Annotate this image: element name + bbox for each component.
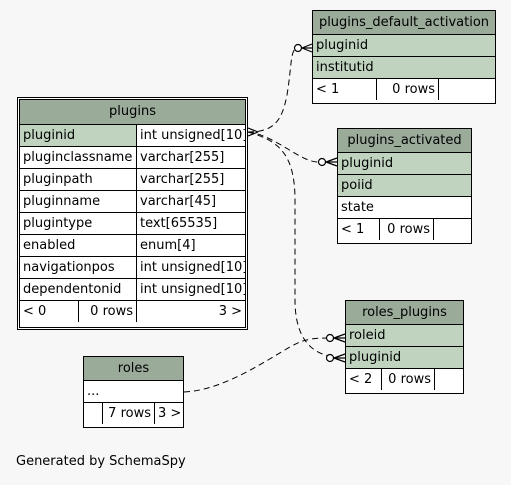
table-row: pluginid bbox=[338, 153, 471, 175]
table-footer: 7 rows 3 > bbox=[84, 403, 183, 424]
row-count: 0 rows bbox=[379, 219, 433, 240]
column-name: ... bbox=[87, 384, 100, 399]
row-count: 0 rows bbox=[376, 79, 438, 100]
column-name: plugintype bbox=[23, 216, 93, 231]
column-type: int unsigned[10] bbox=[136, 279, 245, 300]
column-type: enum[4] bbox=[136, 235, 245, 256]
table-title: plugins_activated bbox=[338, 129, 471, 153]
link-roles-to-roles-plugins bbox=[183, 337, 331, 393]
row-count: 0 rows bbox=[381, 369, 434, 390]
column-type: varchar[45] bbox=[136, 191, 245, 212]
column-name: institutid bbox=[313, 57, 495, 78]
table-row: poiid bbox=[338, 175, 471, 197]
table-row: pluginid int unsigned[10] bbox=[20, 125, 245, 147]
table-row: pluginpath varchar[255] bbox=[20, 169, 245, 191]
table-footer: < 1 0 rows bbox=[313, 79, 495, 100]
row-count: 0 rows bbox=[78, 301, 136, 322]
optional-marker-activated bbox=[317, 157, 327, 167]
table-footer: < 2 0 rows bbox=[346, 369, 463, 390]
table-row: pluginid bbox=[346, 347, 463, 369]
table-title: roles_plugins bbox=[346, 301, 463, 325]
link-plugins-to-roles-plugins bbox=[247, 131, 331, 357]
parents-count: < 1 bbox=[341, 222, 365, 237]
table-row: state bbox=[338, 197, 471, 219]
row-count: 7 rows bbox=[102, 403, 154, 424]
column-type: varchar[255] bbox=[136, 147, 245, 168]
children-count: 3 > bbox=[136, 301, 245, 322]
column-name: state bbox=[341, 200, 374, 215]
column-type: int unsigned[10] bbox=[136, 125, 245, 146]
optional-marker-roleid bbox=[325, 333, 335, 343]
column-name: pluginid bbox=[338, 153, 471, 174]
table-row: pluginclassname varchar[255] bbox=[20, 147, 245, 169]
table-footer: < 0 0 rows 3 > bbox=[20, 301, 245, 322]
link-plugins-to-default-activation bbox=[247, 47, 299, 133]
column-name: pluginpath bbox=[23, 172, 93, 187]
table-row: navigationpos int unsigned[10] bbox=[20, 257, 245, 279]
table-row: pluginname varchar[45] bbox=[20, 191, 245, 213]
optional-marker-default-activation bbox=[293, 43, 303, 53]
table-row: enabled enum[4] bbox=[20, 235, 245, 257]
parents-count: < 0 bbox=[23, 304, 47, 319]
table-footer: < 1 0 rows bbox=[338, 219, 471, 240]
column-name: pluginid bbox=[20, 125, 136, 146]
column-name: enabled bbox=[23, 238, 76, 253]
column-name: pluginid bbox=[313, 35, 495, 56]
column-type: varchar[255] bbox=[136, 169, 245, 190]
table-plugins-activated[interactable]: plugins_activated pluginid poiid state <… bbox=[337, 128, 472, 244]
table-plugins-default-activation[interactable]: plugins_default_activation pluginid inst… bbox=[312, 10, 496, 104]
column-name: pluginid bbox=[346, 347, 463, 368]
column-type: text[65535] bbox=[136, 213, 245, 234]
column-name: dependentonid bbox=[23, 282, 122, 297]
table-row: dependentonid int unsigned[10] bbox=[20, 279, 245, 301]
table-row: pluginid bbox=[313, 35, 495, 57]
link-plugins-to-activated bbox=[247, 131, 319, 163]
table-title: roles bbox=[84, 357, 183, 381]
column-name: pluginname bbox=[23, 194, 101, 209]
optional-marker-pluginid bbox=[325, 353, 335, 363]
table-row: ... bbox=[84, 381, 183, 403]
column-type: int unsigned[10] bbox=[136, 257, 245, 278]
parents-count: < 1 bbox=[316, 82, 340, 97]
table-row: institutid bbox=[313, 57, 495, 79]
table-roles-plugins[interactable]: roles_plugins roleid pluginid < 2 0 rows bbox=[345, 300, 464, 394]
generator-credit: Generated by SchemaSpy bbox=[16, 454, 186, 469]
column-name: poiid bbox=[338, 175, 471, 196]
table-row: plugintype text[65535] bbox=[20, 213, 245, 235]
children-count: 3 > bbox=[154, 403, 183, 424]
parents-count: < 2 bbox=[349, 372, 373, 387]
column-name: pluginclassname bbox=[23, 150, 133, 165]
table-roles[interactable]: roles ... 7 rows 3 > bbox=[83, 356, 184, 428]
table-row: roleid bbox=[346, 325, 463, 347]
column-name: navigationpos bbox=[23, 260, 115, 275]
table-plugins[interactable]: plugins pluginid int unsigned[10] plugin… bbox=[17, 97, 248, 330]
table-title: plugins bbox=[20, 100, 245, 125]
column-name: roleid bbox=[346, 325, 463, 346]
table-title: plugins_default_activation bbox=[313, 11, 495, 35]
